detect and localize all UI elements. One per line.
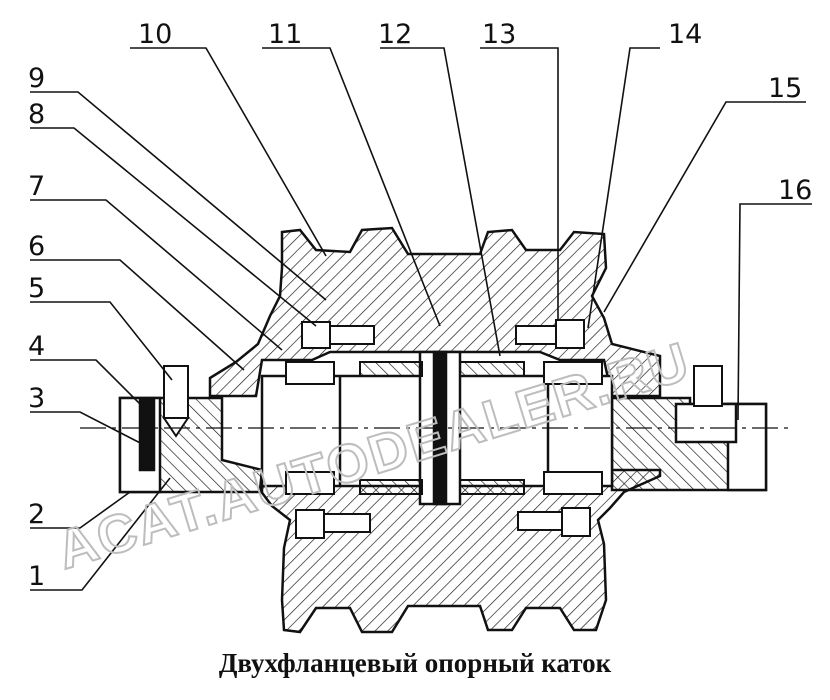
callout-13: 13 <box>482 19 516 50</box>
callout-3: 3 <box>28 383 45 414</box>
callout-10: 10 <box>138 19 172 50</box>
callout-6: 6 <box>28 231 45 262</box>
callout-1: 1 <box>28 561 45 592</box>
callout-16: 16 <box>778 175 812 206</box>
callout-11: 11 <box>268 19 302 50</box>
figure-caption: Двухфланцевый опорный каток <box>218 648 612 678</box>
leader-lines <box>30 47 812 591</box>
callout-9: 9 <box>28 63 45 94</box>
callout-7: 7 <box>28 171 45 202</box>
bearings <box>285 361 603 495</box>
bolts <box>295 319 591 539</box>
right-collar <box>610 396 768 492</box>
callout-5: 5 <box>28 273 45 304</box>
left-collar <box>118 396 264 494</box>
callout-12: 12 <box>378 19 412 50</box>
callout-labels: 1 2 3 4 5 6 7 8 9 10 11 12 13 14 15 16 <box>28 19 812 592</box>
callout-15: 15 <box>768 73 802 104</box>
callout-4: 4 <box>28 331 45 362</box>
callout-2: 2 <box>28 499 45 530</box>
callout-14: 14 <box>668 19 702 50</box>
callout-8: 8 <box>28 99 45 130</box>
plugs <box>162 365 723 438</box>
